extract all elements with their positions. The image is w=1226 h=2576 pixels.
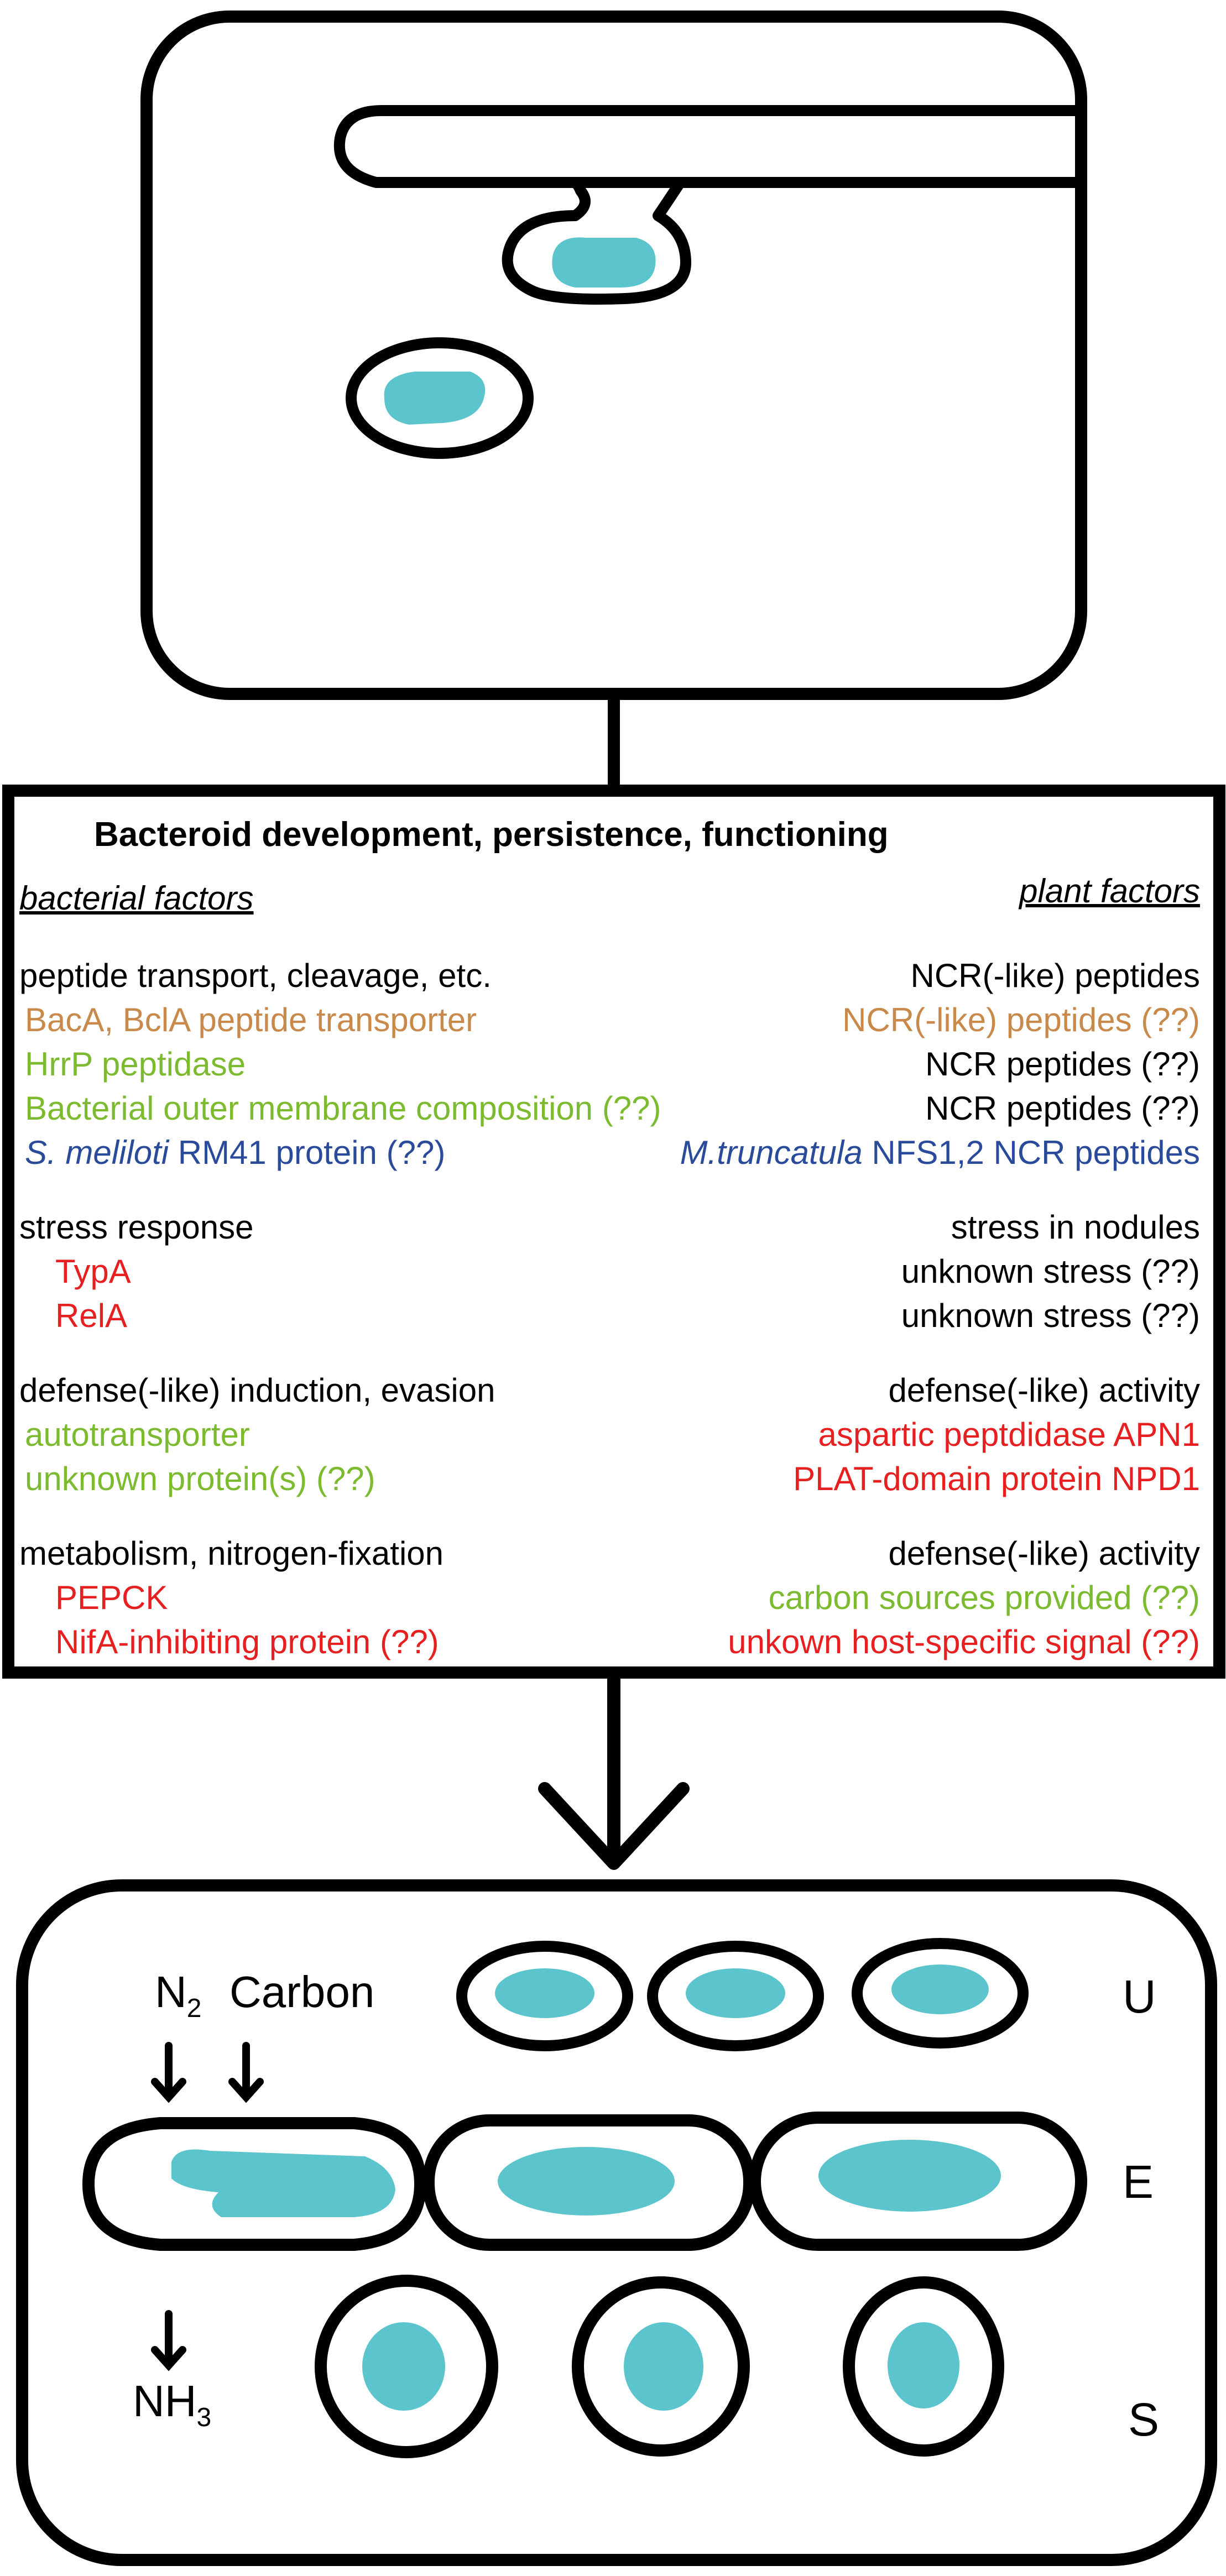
carbon-arrow-icon [228, 2042, 264, 2103]
species-s-meliloti: S. meliloti [25, 1134, 170, 1171]
u-symbiosome-1 [456, 1941, 633, 2051]
s-bacterium-2 [624, 2322, 703, 2411]
e-bacterium-2 [498, 2147, 675, 2216]
top-panel-frame [140, 11, 1087, 700]
e-symbiosome-1 [82, 2117, 427, 2251]
rm41-protein: RM41 protein (??) [169, 1134, 445, 1171]
s-symbiosome-1 [315, 2275, 498, 2458]
bottom-panel-frame [16, 1879, 1217, 2566]
defense-left-heading: defense(-like) induction, evasion [19, 1372, 495, 1409]
u-symbiosome-3 [852, 1938, 1029, 2049]
metabolism-row-2-right: unkown host-specific signal (??) [728, 1623, 1200, 1660]
bottom-panel: N2 Carbon NH3 [16, 1879, 1217, 2566]
u-bacterium-3 [891, 1964, 989, 2014]
s-bacterium-1 [362, 2322, 445, 2411]
stress-right-heading: stress in nodules [951, 1209, 1200, 1246]
down-arrow [538, 1673, 690, 1870]
u-row [456, 1938, 1029, 2051]
stress-row-2-right: unknown stress (??) [901, 1297, 1200, 1334]
metabolism-row-1-left: PEPCK [55, 1579, 168, 1616]
peptide-row-2-left: HrrP peptidase [25, 1046, 246, 1083]
defense-row-2-right: PLAT-domain protein NPD1 [793, 1460, 1200, 1497]
metabolism-right-heading: defense(-like) activity [888, 1535, 1200, 1572]
u-bacterium-2 [686, 1968, 785, 2018]
released-bacterium [384, 372, 486, 425]
defense-right-heading: defense(-like) activity [888, 1372, 1200, 1409]
peptide-left-heading: peptide transport, cleavage, etc. [19, 957, 492, 994]
n2-label: N2 [155, 1967, 201, 2023]
stress-row-1-right: unknown stress (??) [901, 1253, 1200, 1290]
peptide-row-4-right: M.truncatula NFS1,2 NCR peptides [680, 1134, 1200, 1171]
carbon-label: Carbon [229, 1967, 374, 2016]
s-row [315, 2275, 1004, 2458]
e-bacterium-1 [171, 2149, 395, 2217]
s-symbiosome-3 [843, 2276, 1004, 2457]
stress-left-heading: stress response [19, 1209, 254, 1246]
species-m-truncatula: M.truncatula [680, 1134, 863, 1171]
metabolism-row-1-right: carbon sources provided (??) [769, 1579, 1200, 1616]
metabolism-left-heading: metabolism, nitrogen-fixation [19, 1535, 444, 1572]
budding-vesicle [502, 177, 691, 305]
metabolism-row-2-left: NifA-inhibiting protein (??) [55, 1623, 439, 1660]
row-label-e: E [1123, 2156, 1154, 2208]
top-panel [140, 11, 1087, 700]
peptide-row-1-right: NCR(-like) peptides (??) [842, 1001, 1200, 1038]
peptide-row-3-right: NCR peptides (??) [925, 1090, 1200, 1127]
n2-arrow-icon [151, 2042, 186, 2103]
row-label-s: S [1128, 2394, 1159, 2446]
s-symbiosome-2 [572, 2276, 750, 2457]
defense-row-1-left: autotransporter [25, 1416, 250, 1453]
infection-thread [333, 105, 1081, 188]
released-symbiosome [346, 337, 534, 459]
nh3-label: NH3 [133, 2376, 211, 2432]
e-symbiosome-3 [749, 2112, 1087, 2251]
e-row [82, 2112, 1087, 2251]
stress-row-1-left: TypA [55, 1253, 131, 1290]
peptide-right-heading: NCR(-like) peptides [911, 957, 1200, 994]
s-bacterium-3 [888, 2322, 959, 2408]
stress-row-2-left: RelA [55, 1297, 127, 1334]
peptide-row-4-left: S. meliloti RM41 protein (??) [25, 1134, 445, 1171]
plant-factors-header: plant factors [1018, 872, 1200, 910]
factors-content: Bacteroid development, persistence, func… [19, 816, 1200, 1660]
u-bacterium-1 [495, 1968, 594, 2018]
peptide-row-3-left: Bacterial outer membrane composition (??… [25, 1090, 661, 1127]
peptide-row-2-right: NCR peptides (??) [925, 1046, 1200, 1083]
nfs-ncr-peptides: NFS1,2 NCR peptides [863, 1134, 1200, 1171]
u-symbiosome-2 [647, 1941, 824, 2051]
nh3-arrow-icon [151, 2310, 186, 2371]
bacterial-factors-header: bacterial factors [19, 880, 254, 917]
row-label-u: U [1123, 1971, 1156, 2023]
defense-row-1-right: aspartic peptdidase APN1 [818, 1416, 1200, 1453]
budding-bacterium [552, 237, 656, 288]
defense-row-2-left: unknown protein(s) (??) [25, 1460, 375, 1497]
peptide-row-1-left: BacA, BclA peptide transporter [25, 1001, 477, 1038]
e-bacterium-3 [818, 2140, 1001, 2212]
factors-title: Bacteroid development, persistence, func… [94, 816, 889, 854]
